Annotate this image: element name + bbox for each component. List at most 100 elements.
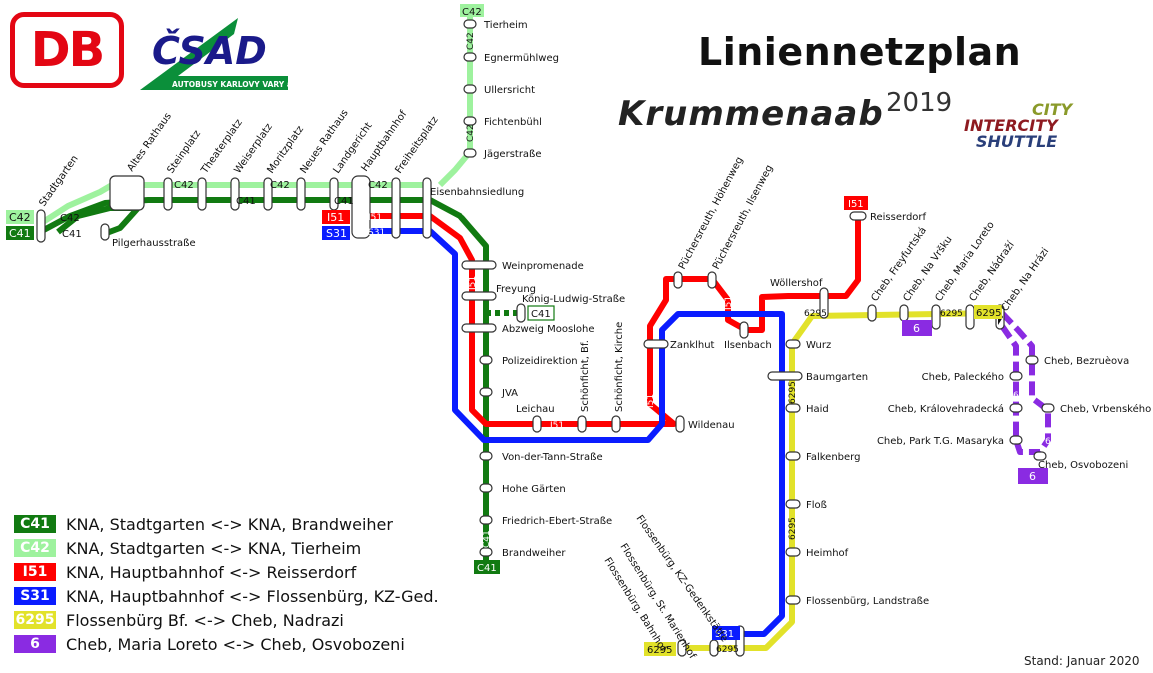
- legend-item-s31: S31 KNA, Hauptbahnhof <-> Flossenbürg, K…: [14, 584, 439, 608]
- track-label-c42: C42: [466, 32, 476, 50]
- badge-i51-top: I51: [848, 199, 864, 210]
- legend-item-i51: I51 KNA, Hauptbahnhof <-> Reisserdorf: [14, 560, 439, 584]
- track-label-c42: C42: [368, 180, 388, 191]
- track-label-i51: I51: [724, 296, 734, 310]
- db-logo: DB: [10, 12, 124, 88]
- stop-friedrich-ebert: [479, 515, 493, 525]
- stop-freyung: [461, 291, 497, 301]
- track-label-c42: C42: [174, 180, 194, 191]
- stop-theaterplatz: [197, 177, 207, 211]
- track-label-6: 6: [1013, 391, 1019, 401]
- track-label-6295: 6295: [940, 309, 963, 319]
- stop-flossenbuerg-bf: [677, 639, 687, 657]
- badge-c41-bottom: C41: [477, 563, 497, 574]
- route-c41-main: [38, 197, 489, 560]
- badge-6-top-bg: [902, 320, 932, 336]
- station-label-wildenau: Wildenau: [688, 420, 735, 431]
- station-label-steinplatz: Steinplatz: [165, 128, 203, 175]
- stop-schoenficht-kirche: [611, 415, 621, 433]
- stop-fichtenbuehl: [463, 116, 477, 126]
- badge-6295-right-bg: [974, 305, 1002, 319]
- station-label-jaegerstrasse: Jägerstraße: [483, 149, 542, 160]
- brand-name: Krummenaab: [618, 94, 884, 134]
- station-label-woellershof: Wöllershof: [770, 278, 823, 289]
- stop-cheb-park-tgm: [1009, 435, 1023, 445]
- stop-freiheitsplatz: [391, 177, 401, 239]
- station-label-abzweig-mooslohe: Abzweig Mooslohe: [502, 324, 595, 335]
- route-6295: [680, 310, 1003, 651]
- station-label-cheb-freyfurtska: Cheb, Freyfurtská: [869, 225, 929, 304]
- legend-text-i51: KNA, Hauptbahnhof <-> Reisserdorf: [66, 562, 357, 582]
- station-label-weinpromenade: Weinpromenade: [502, 261, 584, 272]
- station-label-eisenbahnsiedlung: Eisenbahnsiedlung: [430, 187, 524, 198]
- station-label-cheb-maria-loreto: Cheb, Maria Loreto: [933, 220, 996, 304]
- station-label-cheb-bezruceva: Cheb, Bezruèova: [1044, 355, 1129, 367]
- legend-badge-s31: S31: [14, 587, 56, 605]
- badge-c42-top: C42: [462, 7, 482, 18]
- station-label-cheb-paleckeho: Cheb, Paleckého: [922, 371, 1004, 383]
- station-label-puechersreuth-ilsenweg: Püchersreuth, Ilsenweg: [711, 163, 775, 271]
- badge-i51-left: I51: [327, 211, 344, 224]
- stop-puechersreuth-ilsenweg: [707, 271, 717, 289]
- stop-cheb-osvobozeni: [1033, 451, 1047, 461]
- track-label-c42: C42: [466, 124, 476, 142]
- map-title: Liniennetzplan: [698, 30, 1022, 74]
- stop-altes-rathaus: [109, 175, 145, 211]
- route-6-main: [999, 310, 1051, 454]
- legend-badge-6: 6: [14, 635, 56, 653]
- stop-brandweiher: [479, 547, 493, 557]
- track-label-c41: C41: [62, 229, 82, 240]
- stop-woellershof: [819, 287, 829, 319]
- station-label-wurz: Wurz: [806, 340, 831, 351]
- station-label-schoenficht-kirche: Schönficht, Kirche: [614, 322, 625, 412]
- station-label-egnermuehlweg: Egnermühlweg: [484, 53, 559, 64]
- route-c42-branch: [437, 15, 473, 188]
- stop-falkenberg: [785, 451, 801, 461]
- stop-polizeidirektion: [479, 355, 493, 365]
- badge-s31-left: S31: [326, 227, 347, 240]
- stop-baumgarten: [767, 371, 803, 381]
- stop-jaegerstrasse: [463, 148, 477, 158]
- track-label-c42: C42: [270, 180, 290, 191]
- track-label-6: 6: [1045, 437, 1051, 447]
- stop-jva: [479, 387, 493, 397]
- legend-badge-c42: C42: [14, 539, 56, 557]
- stop-leichau: [532, 415, 542, 433]
- badge-6295-left: 6295: [647, 645, 672, 656]
- badge-c41-left: C41: [9, 227, 31, 240]
- stop-ullersricht: [463, 84, 477, 94]
- track-label-6295: 6295: [788, 517, 798, 540]
- badge-c41-left-bg: [6, 226, 34, 240]
- station-label-ilsenbach: Ilsenbach: [724, 340, 772, 351]
- badge-c41-branch-bg: [527, 305, 555, 321]
- station-label-falkenberg: Falkenberg: [806, 452, 860, 463]
- badge-c42-left-bg: [6, 210, 34, 224]
- station-label-friedrich-ebert: Friedrich-Ebert-Straße: [502, 516, 612, 527]
- station-label-cheb-kralovehradecka: Cheb, Královehradecká: [888, 403, 1004, 415]
- track-label-s31: S31: [368, 228, 385, 238]
- stop-egnermuehlweg: [463, 52, 477, 62]
- station-label-brandweiher: Brandweiher: [502, 548, 566, 559]
- track-label-6295: 6295: [716, 645, 739, 655]
- station-label-cheb-vrbenskeho: Cheb, Vrbenského: [1060, 403, 1151, 415]
- station-label-cheb-osvobozeni: Cheb, Osvobozeni: [1038, 460, 1128, 471]
- stop-wurz: [785, 339, 801, 349]
- stop-cheb-kralovehradecka: [1009, 403, 1023, 413]
- stop-koenig-ludwig: [516, 303, 526, 323]
- station-label-fichtenbuehl: Fichtenbühl: [484, 117, 542, 128]
- stop-weiserplatz: [230, 177, 240, 211]
- stop-puechersreuth-hoehenweg: [673, 271, 683, 289]
- badge-c41-branch: C41: [531, 309, 551, 320]
- station-label-koenig-ludwig: König-Ludwig-Straße: [522, 294, 625, 305]
- legend-text-c42: KNA, Stadtgarten <-> KNA, Tierheim: [66, 538, 362, 558]
- stand-date: Stand: Januar 2020: [1024, 654, 1140, 668]
- track-label-i51: I51: [368, 213, 382, 223]
- station-label-hohe-gaerten: Hohe Gärten: [502, 484, 566, 495]
- stop-tierheim: [463, 19, 477, 29]
- station-label-von-der-tann: Von-der-Tann-Straße: [502, 452, 603, 463]
- legend-badge-c41: C41: [14, 515, 56, 533]
- stop-zanklhut: [643, 339, 669, 349]
- legend-text-s31: KNA, Hauptbahnhof <-> Flossenbürg, KZ-Ge…: [66, 586, 439, 606]
- stop-cheb-paleckeho: [1009, 371, 1023, 381]
